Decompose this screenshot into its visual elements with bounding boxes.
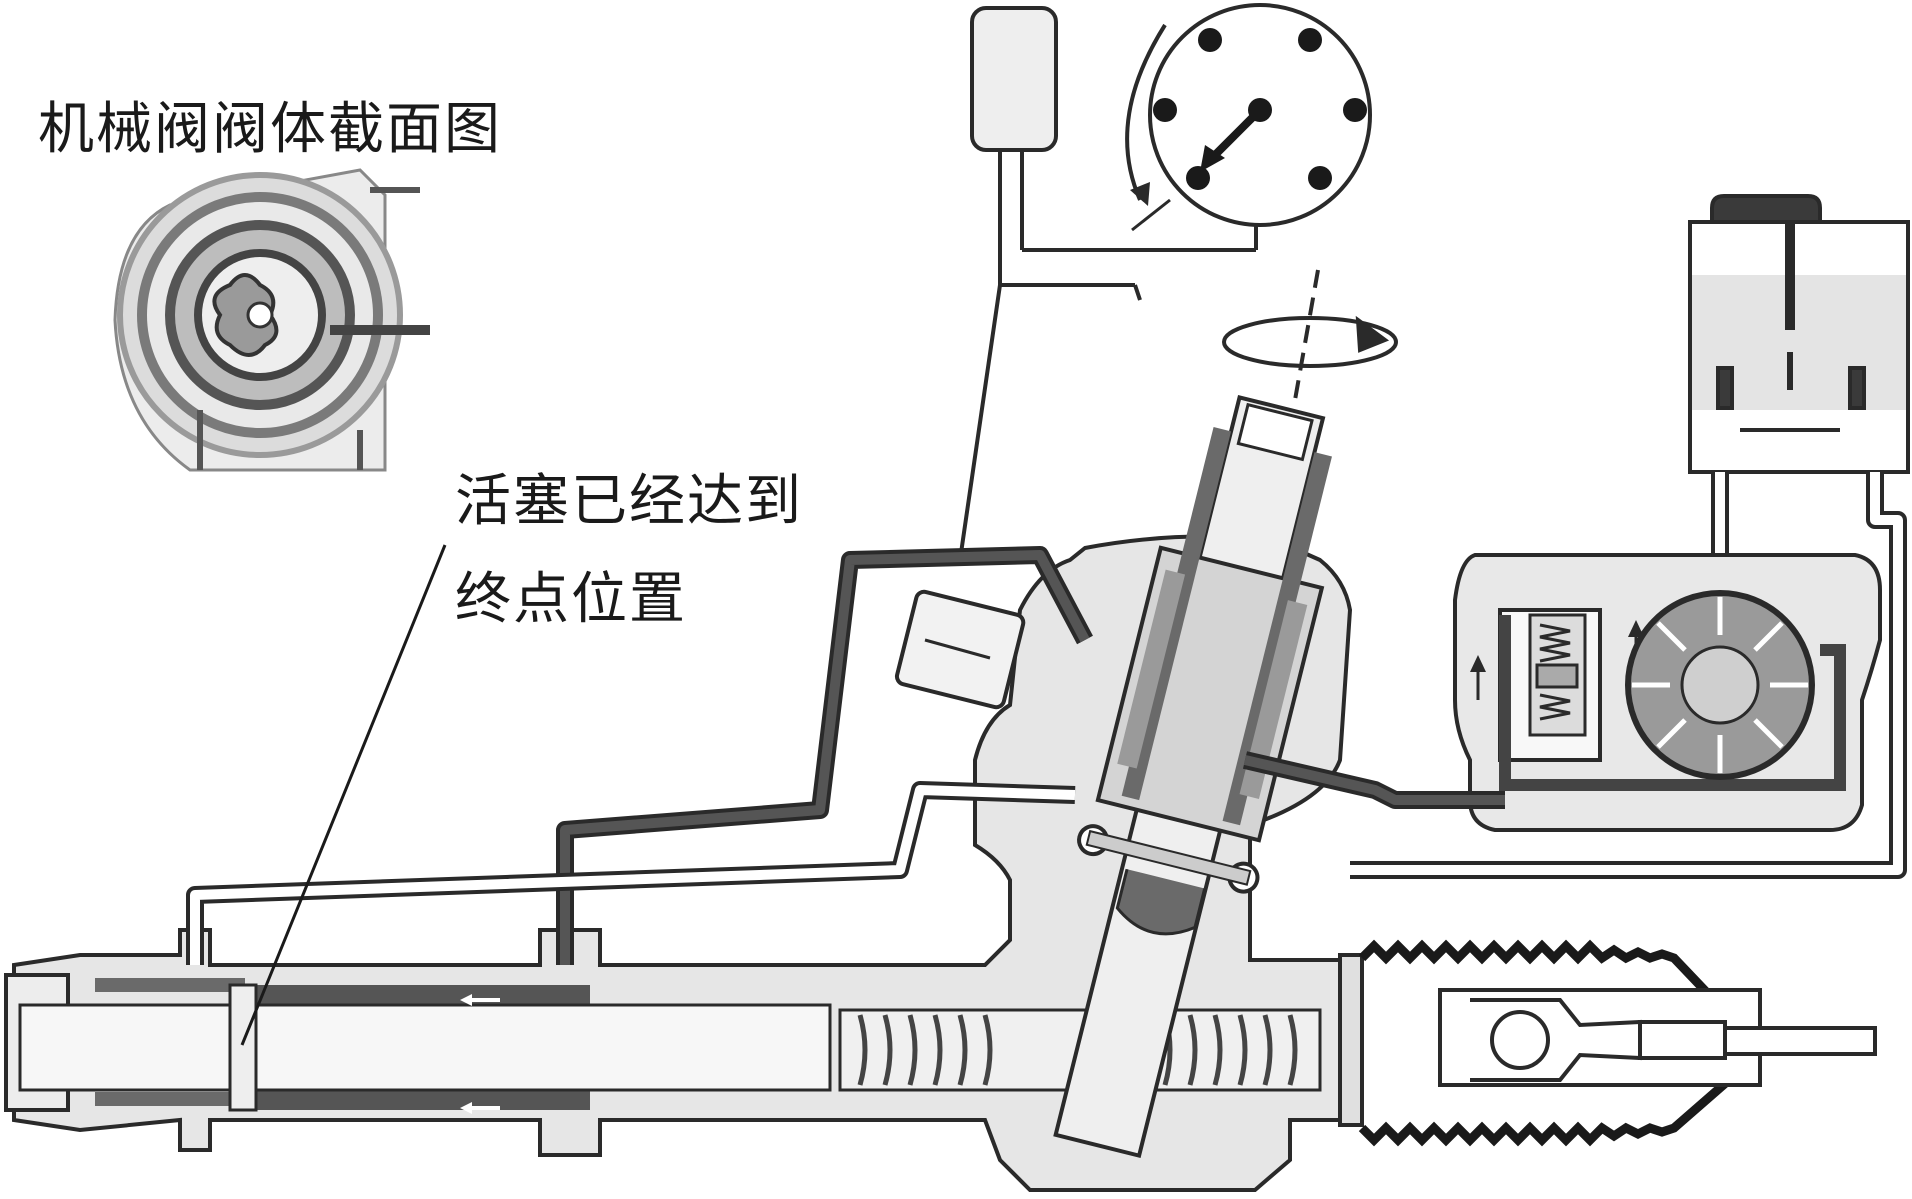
return-line-cylinder-left — [186, 781, 1076, 965]
pump-housing — [1453, 553, 1882, 832]
rotary-encoder-disc — [1125, 3, 1372, 232]
piston-callout-line2: 终点位置 — [455, 567, 687, 632]
flow-arrow-lower — [460, 1102, 500, 1114]
tie-rod — [1438, 988, 1877, 1087]
solenoid-actuator — [894, 589, 1026, 710]
vane-pump-rotor — [1625, 590, 1815, 780]
valve-and-pinion-assembly — [1053, 394, 1332, 1159]
pressure-relief-valve — [1528, 613, 1587, 737]
motor-position-sensor — [958, 6, 1258, 561]
bellows-boot — [1338, 939, 1756, 1147]
power-cylinder — [18, 983, 832, 1114]
piston-callout-leader — [240, 544, 447, 1046]
pressure-line-to-cylinder-right — [556, 546, 1093, 965]
piston — [228, 983, 258, 1112]
pump-supply-line — [1242, 751, 1505, 809]
fluid-reservoir — [1688, 194, 1910, 474]
piston-callout-line1: 活塞已经达到 — [455, 469, 803, 534]
valve-section-title: 机械阀阀体截面图 — [38, 97, 502, 162]
rotation-direction-arrow — [1222, 269, 1398, 401]
valve-cross-section-inset — [113, 168, 430, 472]
flow-arrow-upper — [460, 994, 500, 1006]
